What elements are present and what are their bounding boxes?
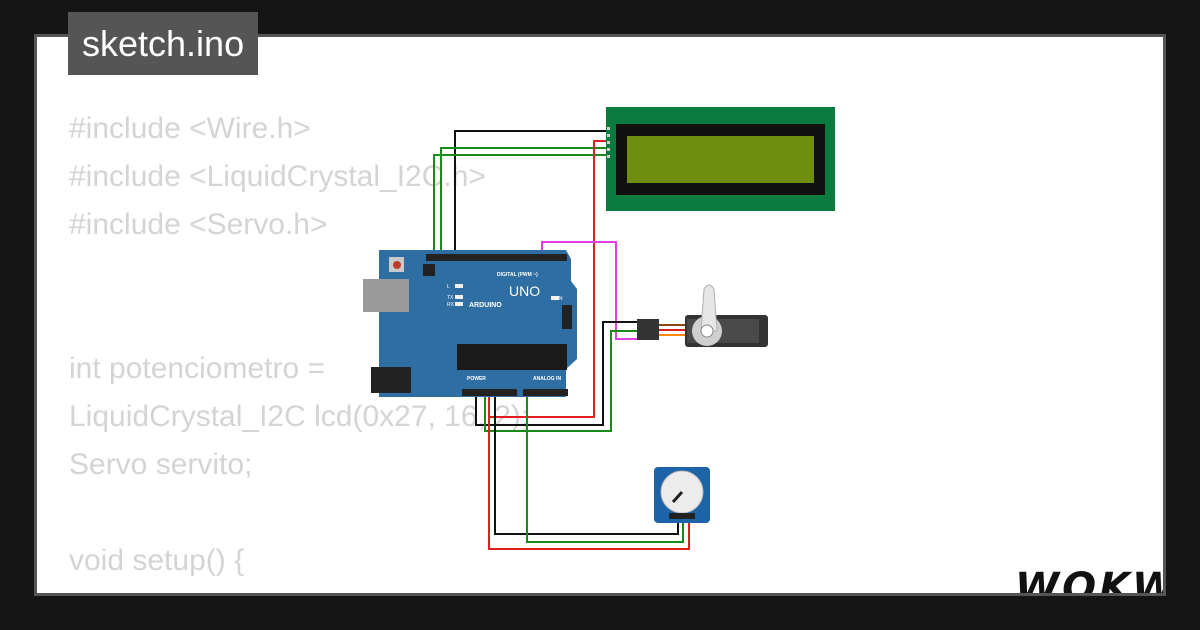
rx-label: RX xyxy=(447,302,455,308)
tx-label: TX xyxy=(447,295,454,301)
circuit-diagram: UNO ARDUINO DIGITAL (PWM ~) POWER ANALOG… xyxy=(363,107,835,550)
wire-lcd-scl xyxy=(433,154,609,257)
project-card: #include <Wire.h> #include <LiquidCrystal… xyxy=(34,34,1166,596)
code-line: #include <Wire.h> xyxy=(69,112,311,145)
analog-header xyxy=(523,389,568,396)
lcd-display[interactable] xyxy=(606,107,835,211)
arduino-uno-board[interactable]: UNO ARDUINO DIGITAL (PWM ~) POWER ANALOG… xyxy=(363,250,577,397)
wire-pot-sig xyxy=(526,395,684,543)
servo-horn[interactable] xyxy=(700,284,718,332)
wire-servo-signal xyxy=(541,241,644,340)
power-header xyxy=(462,389,517,396)
atmega-chip xyxy=(457,344,567,370)
servo-connector xyxy=(637,319,659,340)
board-logo-label: ARDUINO xyxy=(469,302,502,309)
code-line: #include <LiquidCrystal_I2C.h> xyxy=(69,160,486,193)
wire-lcd-sda xyxy=(440,147,609,257)
lcd-pin-header xyxy=(607,127,610,158)
digital-label: DIGITAL (PWM ~) xyxy=(497,272,538,278)
brand-logo: WOKWi xyxy=(1015,565,1163,596)
code-line: #include <Servo.h> xyxy=(69,208,328,241)
on-label: ON xyxy=(555,296,563,302)
digital-header-right xyxy=(493,254,567,261)
code-line: void setup() { xyxy=(69,544,245,577)
servo-motor[interactable] xyxy=(637,284,768,347)
wires xyxy=(433,130,690,550)
code-line: Servo servito; xyxy=(69,448,253,481)
analog-label: ANALOG IN xyxy=(533,376,561,382)
potentiometer-indicator xyxy=(671,490,684,504)
potentiometer[interactable] xyxy=(654,467,710,523)
code-line: LiquidCrystal_I2C lcd(0x27, 16, 2); xyxy=(69,400,530,433)
reset-button[interactable] xyxy=(393,261,401,269)
code-preview: #include <Wire.h> #include <LiquidCrystal… xyxy=(69,105,529,585)
wire-servo-vcc xyxy=(484,330,644,432)
l-label: L xyxy=(447,284,450,290)
file-tab[interactable]: sketch.ino xyxy=(68,12,259,75)
wire-pot-vcc xyxy=(488,395,690,550)
board-model-label: UNO xyxy=(509,283,540,299)
wire-servo-gnd xyxy=(475,321,644,426)
digital-header-left xyxy=(426,254,524,261)
wire-pot-gnd xyxy=(494,395,679,535)
code-line: int potenciometro = xyxy=(69,352,334,385)
power-label: POWER xyxy=(467,376,486,382)
wire-lcd-gnd xyxy=(454,130,609,257)
